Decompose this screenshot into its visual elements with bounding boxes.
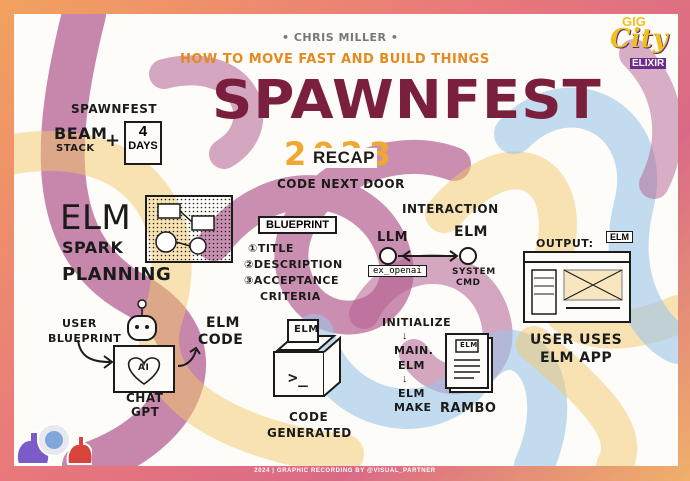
terminal-prompt: >_ [288,368,309,387]
ex-openai-tag: ex_openai [368,265,427,277]
subtitle: HOW TO MOVE FAST AND BUILD THINGS [180,52,490,67]
system-label: SYSTEM [452,267,496,277]
background-swirls [14,14,678,466]
initialize-label: INITIALIZE [382,316,452,329]
elm-title: ELM [60,198,132,238]
main-label: MAIN. [394,344,434,357]
logo-line2: City [610,24,668,54]
code-label: CODE [289,410,329,424]
ai-label: AI [138,363,150,373]
planning-diagram [145,195,233,263]
code-box-label: ELM [294,324,319,335]
main-title: SPAWNFEST [212,69,602,132]
elm-code-label-2: CODE [198,332,244,348]
main-elm-label: ELM [398,359,425,372]
days-number: 4 [138,123,148,140]
spark-label: SPARK [62,238,124,257]
plus-sign: + [105,130,121,151]
gigcity-logo: GIG City ELIXIR [604,14,676,74]
interaction-elm-label: ELM [454,224,488,240]
gpt-label: GPT [131,405,160,419]
blueprint-item-1: ①TITLE [248,242,294,255]
user-label: USER [62,317,97,330]
beam-label: BEAM [54,124,108,143]
footer-credit: 2024 | GRAPHIC RECORDING BY @VISUAL_PART… [254,468,436,474]
rambo-doc-illustration [445,333,493,393]
blueprint-item-3: ③ACCEPTANCE [244,274,340,287]
code-box-illustration [273,319,341,397]
stack-label: STACK [56,143,95,154]
days-label: DAYS [128,140,158,152]
team-name: CODE NEXT DOOR [277,177,405,191]
planning-label: PLANNING [62,264,172,285]
user-blueprint-label: BLUEPRINT [48,332,122,345]
llm-label: LLM [377,230,409,245]
days-box: 4 DAYS [124,121,162,165]
interaction-diagram [379,247,477,265]
generated-label: GENERATED [267,426,352,440]
make-elm-label: ELM [398,387,425,400]
blueprint-tag: BLUEPRINT [258,216,337,234]
author-name: • CHRIS MILLER • [282,31,399,44]
cmd-label: CMD [456,278,481,288]
blueprint-item-4: CRITERIA [260,290,321,303]
output-elm-tag: ELM [606,231,633,243]
make-label: MAKE [394,401,432,414]
elm-code-label-1: ELM [206,315,240,331]
init-arrow-2: ↓ [402,373,408,385]
mascot-stickers [16,423,92,465]
blueprint-item-2: ②DESCRIPTION [244,258,343,271]
poster-canvas: • CHRIS MILLER • HOW TO MOVE FAST AND BU… [14,14,678,466]
output-label: OUTPUT: [536,237,594,250]
logo-line1: GIG [622,14,646,29]
init-arrow-1: ↓ [402,330,408,342]
app-window-illustration [523,251,631,323]
rambo-label: RAMBO [440,401,497,416]
rambo-doc-label: ELM [460,341,478,349]
chat-label: CHAT [126,391,164,405]
interaction-label: INTERACTION [402,202,499,216]
logo-line3: ELIXIR [630,58,667,69]
user-uses-label: USER USES [530,332,623,348]
spawnfest-label: SPAWNFEST [71,102,158,116]
chatgpt-robot [77,299,201,393]
recap-label: RECAP [311,148,378,168]
elm-app-label: ELM APP [540,350,613,366]
